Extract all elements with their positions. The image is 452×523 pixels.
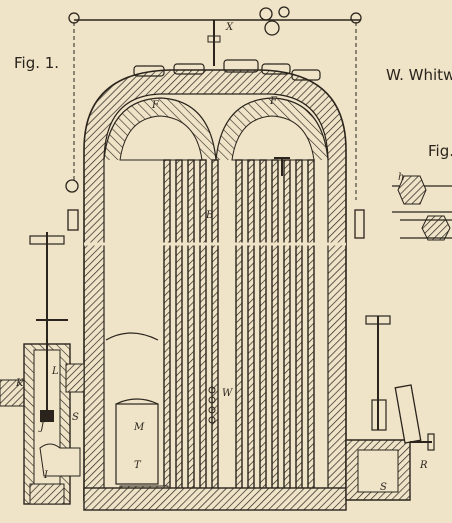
- gauge-cocks: [208, 386, 216, 424]
- fig1-label: Fig. 1.: [14, 54, 59, 72]
- label-r: R: [419, 460, 428, 471]
- label-h: h: [398, 172, 404, 183]
- label-t: T: [134, 460, 142, 471]
- right-valve-assembly: [345, 315, 435, 501]
- tube-bank-left: [163, 159, 219, 491]
- label-k: K: [15, 378, 24, 389]
- fig2-detail: [392, 175, 452, 241]
- t-pipe: [274, 157, 290, 176]
- label-b: B: [205, 210, 213, 221]
- label-l: L: [51, 366, 59, 377]
- left-valve-assembly: [0, 232, 85, 505]
- fig2-label: Fig.: [428, 142, 452, 160]
- suspension-rig: [65, 6, 365, 239]
- tube-bank-right: [235, 159, 315, 491]
- label-x: X: [225, 22, 234, 33]
- label-m: M: [133, 422, 145, 433]
- label-s1: S: [72, 412, 79, 423]
- header-text: W. Whitw: [386, 66, 452, 84]
- label-j: J: [38, 422, 45, 433]
- label-s-right: S: [380, 482, 387, 493]
- label-f-left: F: [151, 100, 160, 111]
- label-f-right: F: [269, 96, 278, 107]
- label-w: W: [222, 388, 233, 399]
- boiler-base: [83, 487, 347, 511]
- label-i: I: [43, 470, 49, 481]
